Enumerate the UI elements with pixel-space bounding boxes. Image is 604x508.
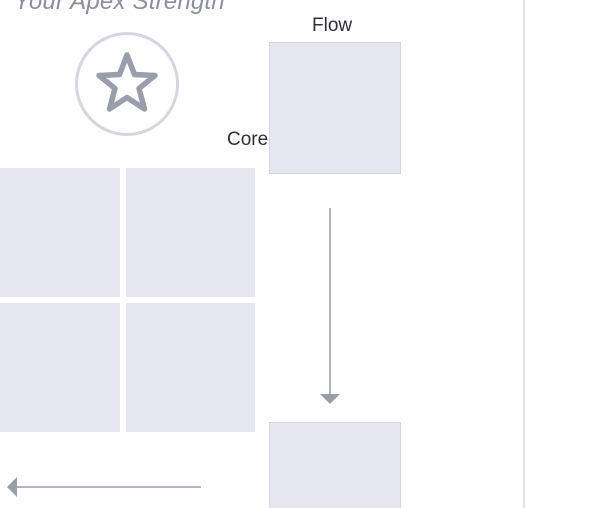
vertical-divider — [523, 0, 525, 508]
flow-block-top[interactable] — [269, 42, 401, 174]
tagline: Your Apex Strength — [14, 0, 225, 15]
core-label: Core — [227, 129, 269, 150]
arrow-left-icon — [7, 477, 201, 497]
star-badge[interactable] — [75, 32, 179, 136]
arrow-down-icon — [320, 208, 340, 404]
core-tile-bottom-left[interactable] — [0, 303, 120, 432]
flow-block-bottom[interactable] — [269, 422, 401, 508]
core-tile-top-right[interactable] — [126, 168, 255, 297]
flow-label: Flow — [312, 15, 353, 36]
core-tile-top-left[interactable] — [0, 168, 120, 297]
core-tile-bottom-right[interactable] — [126, 303, 255, 432]
star-icon — [96, 52, 158, 112]
